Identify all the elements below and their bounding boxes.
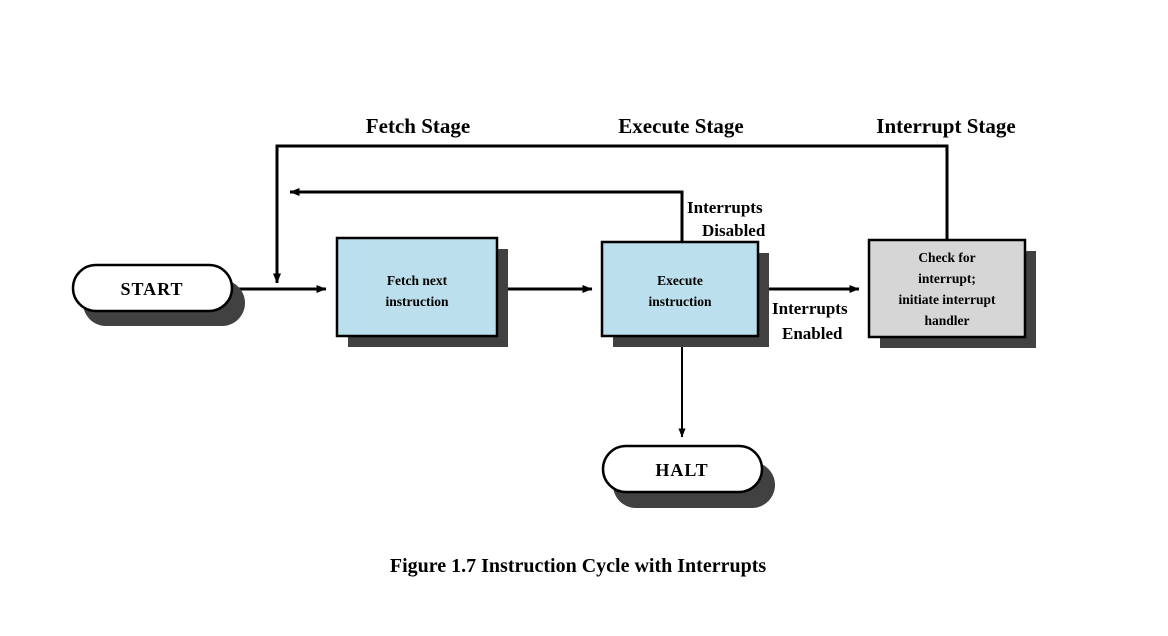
interrupts-enabled-line2: Enabled bbox=[782, 324, 843, 343]
fetch-box-line1: Fetch next bbox=[387, 273, 448, 288]
interrupt-box bbox=[867, 238, 1027, 339]
node-fetch-next-instruction: Fetch next instruction bbox=[335, 236, 508, 347]
fetch-box bbox=[335, 236, 499, 338]
execute-box-line2: instruction bbox=[648, 294, 711, 309]
node-halt: HALT bbox=[601, 444, 775, 508]
start-capsule bbox=[71, 263, 234, 313]
start-label: START bbox=[120, 279, 183, 299]
node-check-for-interrupt: Check for interrupt; initiate interrupt … bbox=[867, 238, 1036, 348]
interrupts-disabled-line2: Disabled bbox=[702, 221, 766, 240]
edge-label-interrupts-enabled: Interrupts Enabled bbox=[772, 299, 848, 343]
node-start: START bbox=[71, 263, 245, 326]
halt-capsule bbox=[601, 444, 764, 494]
interrupts-disabled-line1: Interrupts bbox=[687, 198, 763, 217]
interrupt-box-line4: handler bbox=[924, 313, 969, 328]
edge-execute-disabled-to-fetch bbox=[289, 188, 684, 242]
halt-label: HALT bbox=[655, 460, 708, 480]
interrupt-box-line1: Check for bbox=[918, 250, 975, 265]
fetch-box-line2: instruction bbox=[385, 294, 448, 309]
interrupt-box-line2: interrupt; bbox=[918, 271, 976, 286]
execute-box bbox=[600, 240, 760, 338]
node-execute-instruction: Execute instruction bbox=[600, 240, 769, 347]
edge-interrupt-to-fetch-loop bbox=[275, 144, 949, 282]
interrupts-enabled-line1: Interrupts bbox=[772, 299, 848, 318]
interrupt-box-line3: initiate interrupt bbox=[898, 292, 996, 307]
edge-label-interrupts-disabled: Interrupts Disabled bbox=[687, 198, 766, 240]
execute-box-line1: Execute bbox=[657, 273, 703, 288]
stage-label-fetch: Fetch Stage bbox=[366, 114, 470, 138]
figure-caption: Figure 1.7 Instruction Cycle with Interr… bbox=[390, 555, 766, 577]
stage-label-interrupt: Interrupt Stage bbox=[876, 114, 1015, 138]
stage-label-execute: Execute Stage bbox=[618, 114, 743, 138]
